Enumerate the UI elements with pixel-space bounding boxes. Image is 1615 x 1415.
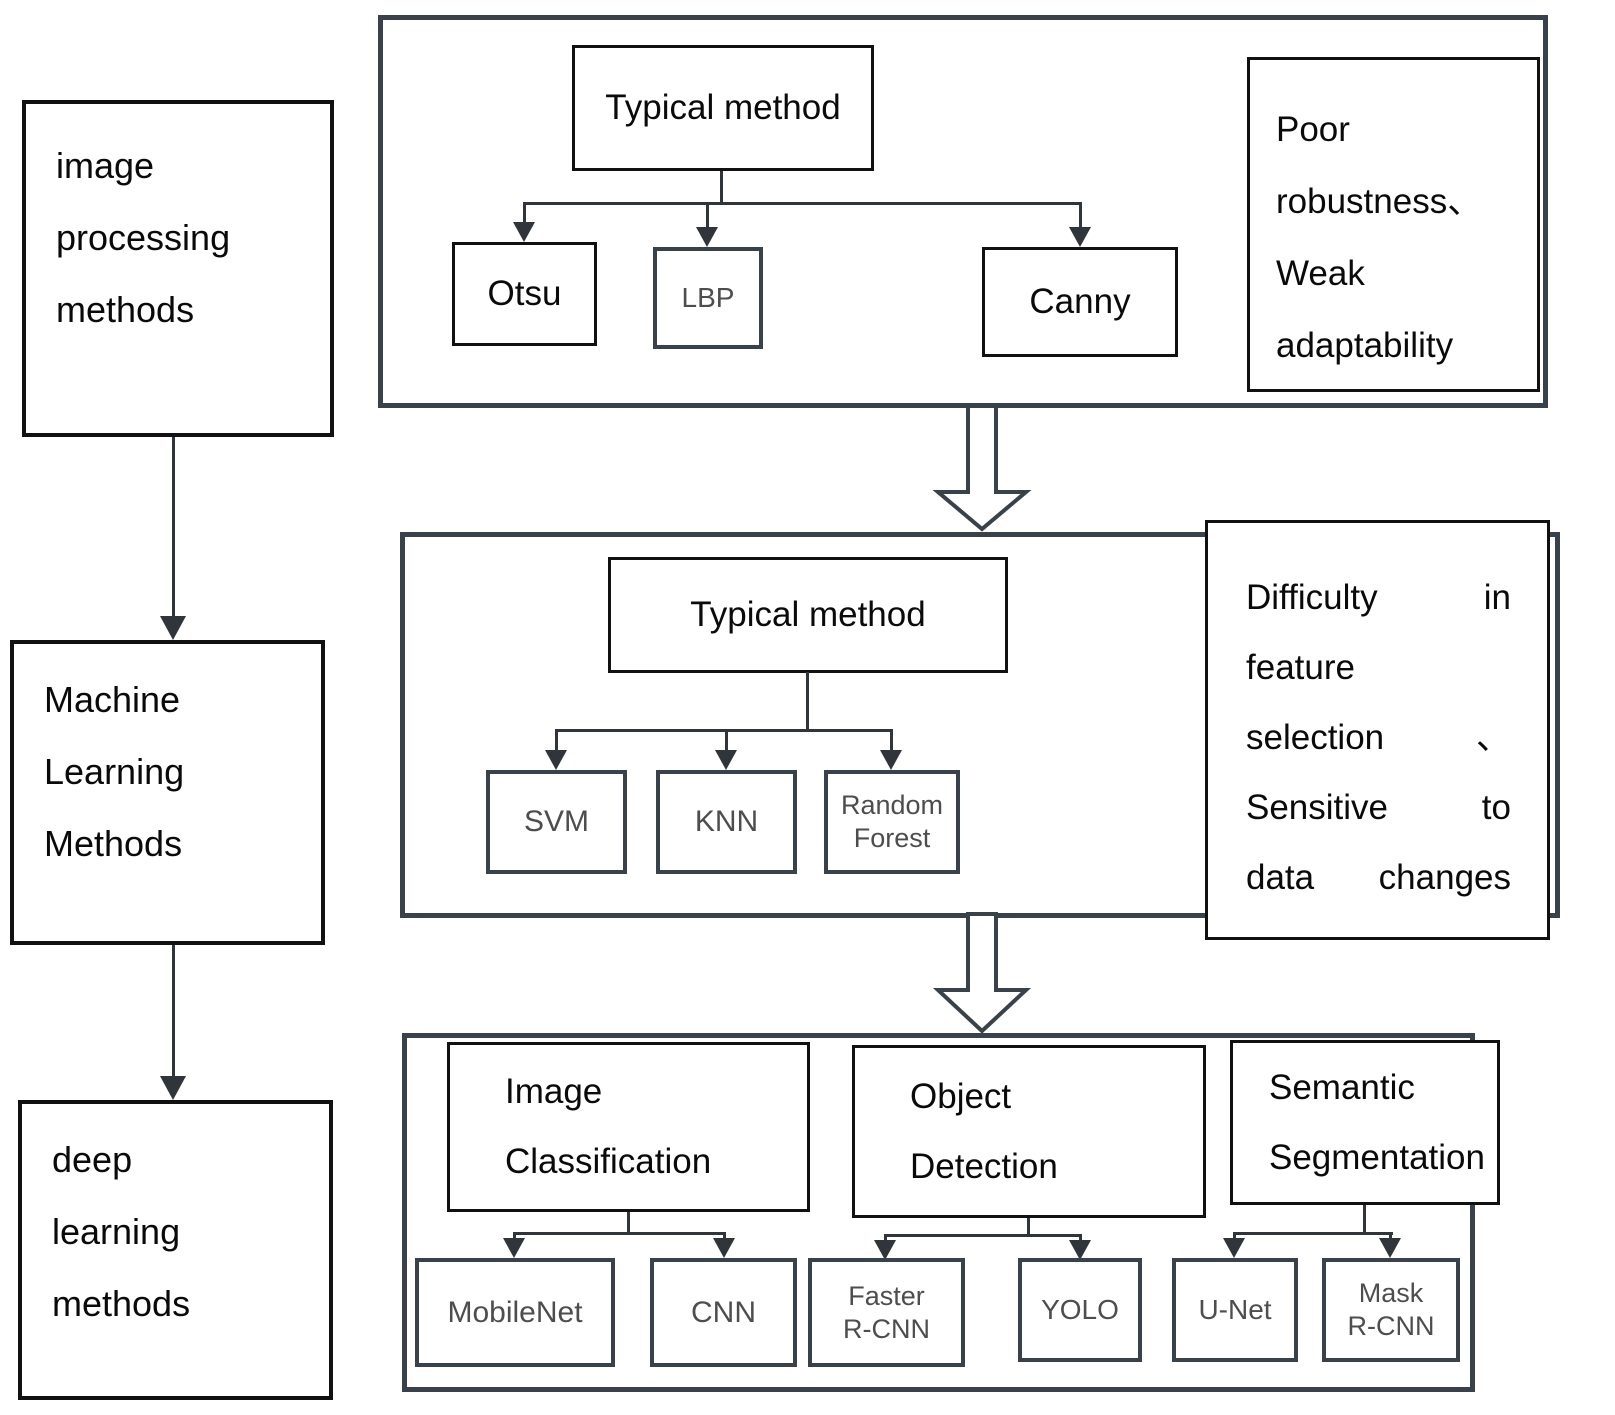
lbp-label: LBP xyxy=(681,282,735,313)
note-feature-selection-difficulty: Difficulty in feature selection 、 Sensit… xyxy=(1205,520,1550,940)
connector-stem xyxy=(720,171,723,204)
arrow-down-icon xyxy=(160,616,186,640)
arrow-down-icon xyxy=(696,227,718,247)
node-machine-learning-methods: Machine Learning Methods xyxy=(10,640,325,945)
node-svm: SVM xyxy=(486,770,627,874)
svm-label: SVM xyxy=(523,805,589,838)
otsu-label: Otsu xyxy=(487,274,562,313)
connector-stem xyxy=(806,672,809,732)
arrow-down-icon xyxy=(874,1240,896,1260)
node-faster-rcnn: Faster R-CNN xyxy=(808,1258,965,1367)
node-typical-method-2: Typical method xyxy=(608,557,1008,673)
connector-drop xyxy=(723,1232,726,1242)
semantic-segmentation-label: Semantic Segmentation xyxy=(1269,1067,1485,1177)
container-deep-learning-stage xyxy=(402,1033,1475,1392)
block-arrow-down-icon xyxy=(932,912,1032,1034)
node-typical-method-1: Typical method xyxy=(572,45,874,171)
connector-drop xyxy=(1079,202,1082,227)
arrow-down-icon xyxy=(1223,1238,1245,1258)
connector-image-to-machine xyxy=(172,437,175,620)
node-image-processing-methods: image processing methods xyxy=(22,100,334,437)
connector-drop xyxy=(1079,1234,1082,1244)
node-mask-rcnn: Mask R-CNN xyxy=(1322,1258,1460,1362)
node-otsu: Otsu xyxy=(452,242,597,346)
connector-stem xyxy=(627,1212,630,1235)
node-mobilenet: MobileNet xyxy=(415,1258,615,1367)
connector-drop xyxy=(523,202,526,224)
node-deep-learning-label: deep learning methods xyxy=(52,1139,191,1324)
arrow-down-icon xyxy=(503,1238,525,1258)
connector-drop xyxy=(555,729,558,752)
connector-branch xyxy=(523,202,1082,205)
unet-label: U-Net xyxy=(1198,1294,1272,1325)
node-canny: Canny xyxy=(982,247,1178,357)
connector-drop xyxy=(513,1232,516,1242)
arrow-down-icon xyxy=(713,1238,735,1258)
note-poor-robustness: Poor robustness、 Weak adaptability xyxy=(1247,57,1540,392)
object-detection-label: Object Detection xyxy=(910,1076,1058,1186)
image-classification-label: Image Classification xyxy=(505,1072,712,1181)
arrow-down-icon xyxy=(1069,227,1091,247)
arrow-down-icon xyxy=(880,750,902,770)
container-image-processing-stage xyxy=(378,15,1548,408)
cnn-label: CNN xyxy=(691,1295,756,1329)
node-semantic-segmentation: Semantic Segmentation xyxy=(1230,1040,1500,1205)
connector-stem xyxy=(1363,1205,1366,1235)
connector-drop xyxy=(884,1234,887,1244)
node-yolo: YOLO xyxy=(1018,1258,1142,1362)
arrow-down-icon xyxy=(513,222,535,242)
node-knn: KNN xyxy=(656,770,797,874)
poor-robustness-label: Poor robustness、 Weak adaptability xyxy=(1276,110,1483,365)
yolo-label: YOLO xyxy=(1041,1294,1119,1325)
knn-label: KNN xyxy=(694,805,759,838)
connector-machine-to-deep xyxy=(172,945,175,1080)
node-random-forest: Random Forest xyxy=(824,770,960,874)
node-machine-learning-label: Machine Learning Methods xyxy=(44,679,185,864)
node-image-classification: Image Classification xyxy=(447,1042,810,1212)
connector-branch xyxy=(885,1234,1082,1237)
random-forest-label: Random Forest xyxy=(840,790,944,853)
connector-branch xyxy=(1234,1232,1393,1235)
node-cnn: CNN xyxy=(650,1258,797,1367)
mobilenet-label: MobileNet xyxy=(447,1295,583,1329)
connector-drop xyxy=(1389,1232,1392,1242)
node-lbp: LBP xyxy=(653,247,763,349)
arrow-down-icon xyxy=(1069,1240,1091,1260)
faster-rcnn-label: Faster R-CNN xyxy=(843,1280,930,1344)
mask-rcnn-label: Mask R-CNN xyxy=(1347,1278,1435,1341)
typical-method-1-label: Typical method xyxy=(605,88,841,127)
connector-drop xyxy=(890,729,893,752)
arrow-down-icon xyxy=(545,750,567,770)
node-deep-learning-methods: deep learning methods xyxy=(18,1100,333,1400)
arrow-down-icon xyxy=(1379,1238,1401,1258)
connector-drop xyxy=(706,202,709,227)
arrow-down-icon xyxy=(160,1076,186,1100)
block-arrow-down-icon xyxy=(932,404,1032,532)
node-object-detection: Object Detection xyxy=(852,1045,1206,1218)
connector-branch xyxy=(514,1232,726,1235)
node-image-processing-label: image processing methods xyxy=(56,145,231,330)
feature-selection-difficulty-label: Difficulty in feature selection 、 Sensit… xyxy=(1246,578,1511,897)
arrow-down-icon xyxy=(715,750,737,770)
connector-drop xyxy=(1233,1232,1236,1242)
canny-label: Canny xyxy=(1029,282,1131,321)
typical-method-2-label: Typical method xyxy=(690,595,926,634)
node-unet: U-Net xyxy=(1172,1258,1298,1362)
connector-stem xyxy=(1027,1218,1030,1237)
connector-drop xyxy=(725,729,728,752)
connector-branch xyxy=(555,729,893,732)
